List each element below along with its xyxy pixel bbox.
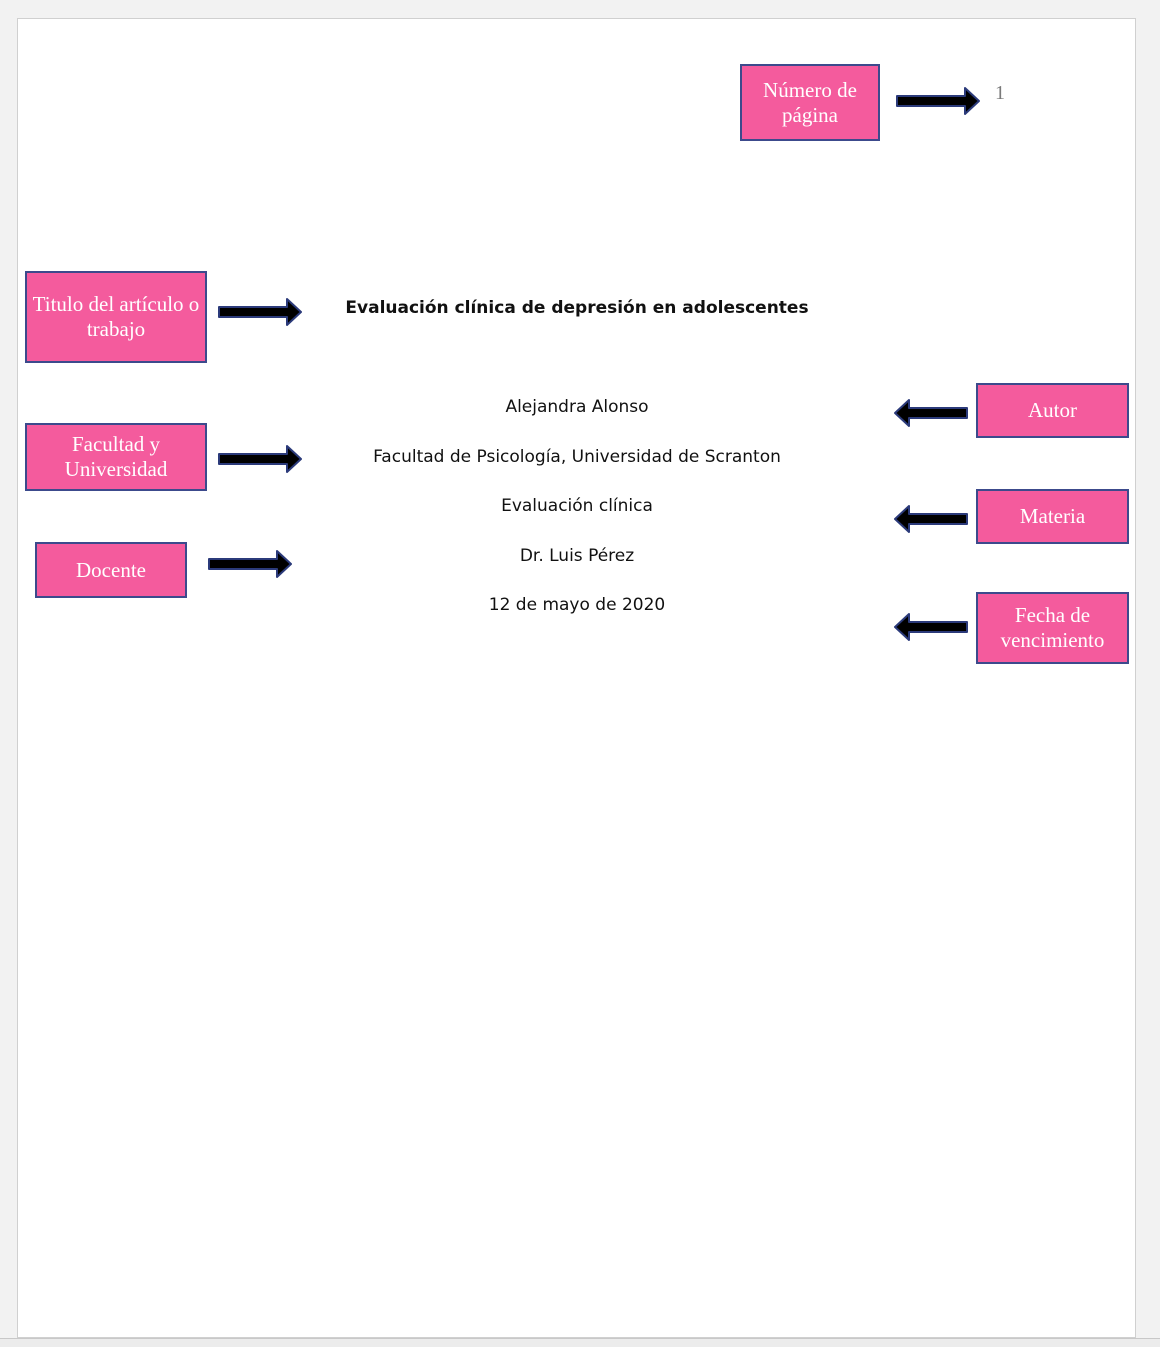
label-due-date: Fecha de vencimiento: [976, 592, 1129, 664]
page-number: 1: [995, 82, 1005, 104]
document-title: Evaluación clínica de depresión en adole…: [345, 298, 809, 318]
window-bottom-bar: [0, 1338, 1160, 1347]
instructor-name: Dr. Luis Pérez: [519, 546, 635, 566]
label-page-number: Número de página: [740, 64, 880, 141]
arrow-left-icon: [894, 399, 968, 427]
arrow-left-icon: [894, 613, 968, 641]
label-course: Materia: [976, 489, 1129, 544]
document-page: [17, 18, 1136, 1338]
label-title: Titulo del artículo o trabajo: [25, 271, 207, 363]
label-affiliation: Facultad y Universidad: [25, 423, 207, 491]
course-name: Evaluación clínica: [501, 496, 653, 516]
author-name: Alejandra Alonso: [505, 397, 649, 417]
arrow-right-icon: [218, 445, 302, 473]
arrow-right-icon: [218, 298, 302, 326]
date-text: 12 de mayo de 2020: [488, 595, 666, 615]
arrow-right-icon: [208, 550, 292, 578]
label-author: Autor: [976, 383, 1129, 438]
label-instructor: Docente: [35, 542, 187, 598]
arrow-right-icon: [896, 87, 980, 115]
arrow-left-icon: [894, 505, 968, 533]
affiliation-text: Facultad de Psicología, Universidad de S…: [373, 447, 781, 467]
